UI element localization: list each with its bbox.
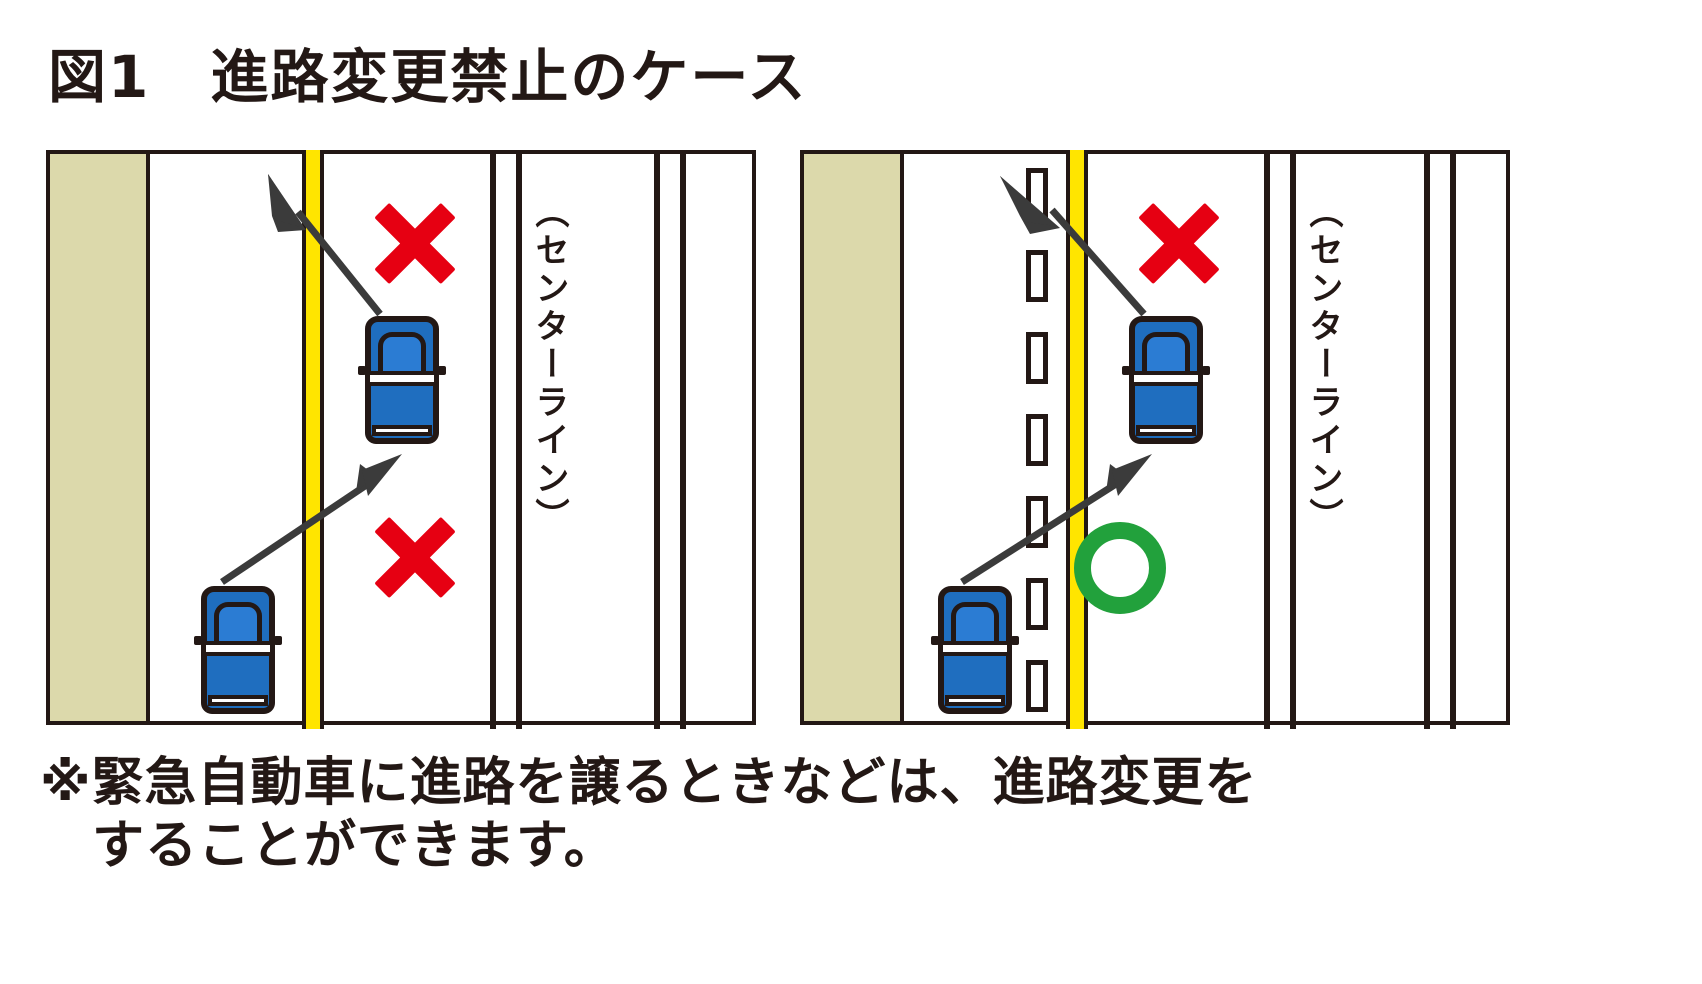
diagram-panel-right: （センターライン） (800, 150, 1510, 729)
center-line-label-right-panel: （センターライン） (1303, 194, 1343, 536)
vehicle-mirror-left (194, 636, 202, 645)
prohibited-mark-lower-left-panel (370, 512, 460, 602)
vehicle-mirror-right (1011, 636, 1019, 645)
vehicle-lower-left-panel (194, 586, 282, 714)
vehicle-upper-left-panel (358, 316, 446, 444)
lane-change-arrow-lower-left-panel (220, 454, 402, 585)
opposite-lane-line-b-left-panel (680, 150, 686, 729)
vehicle-mirror-left (1122, 366, 1130, 375)
prohibited-mark-upper-left-panel (370, 198, 460, 288)
opposite-lane-line-a-right-panel (1424, 150, 1430, 729)
footnote-line-2: することができます。 (92, 816, 617, 877)
vehicle-rear-window (208, 695, 268, 706)
permitted-mark-lower-right-panel (1074, 522, 1166, 614)
sidewalk-left-panel (50, 154, 150, 721)
vehicle-mirror-right (438, 366, 446, 375)
vehicle-rear-window (1136, 425, 1196, 436)
vehicle-mirror-right (274, 636, 282, 645)
vehicle-mirror-left (358, 366, 366, 375)
vehicle-windshield (943, 641, 1007, 656)
vehicle-windshield (1134, 371, 1198, 386)
diagram-panel-left: （センターライン） (46, 150, 756, 729)
center-line-outer-right-panel (1290, 150, 1296, 729)
yellow-solid-line-left-panel (302, 150, 324, 729)
vehicle-lower-right-panel (931, 586, 1019, 714)
vehicle-rear-window (945, 695, 1005, 706)
vehicle-upper-right-panel (1122, 316, 1210, 444)
lane-change-arrow-lower-right-panel (960, 454, 1152, 585)
vehicle-windshield (370, 371, 434, 386)
vehicle-mirror-left (931, 636, 939, 645)
sidewalk-right-panel (804, 154, 904, 721)
prohibited-mark-upper-right-panel (1134, 198, 1224, 288)
lane-change-arrow-upper-right-panel (1000, 176, 1147, 317)
center-line-label-left-panel: （センターライン） (529, 194, 569, 536)
opposite-lane-line-a-left-panel (654, 150, 660, 729)
opposite-lane-line-b-right-panel (1450, 150, 1456, 729)
center-line-inner-right-panel (1264, 150, 1270, 729)
center-line-inner-left-panel (490, 150, 496, 729)
lane-change-arrow-upper-left-panel (268, 174, 383, 317)
center-line-outer-left-panel (516, 150, 522, 729)
footnote-line-1: ※緊急自動車に進路を譲るときなどは、進路変更を (40, 753, 1258, 813)
vehicle-rear-window (372, 425, 432, 436)
vehicle-mirror-right (1202, 366, 1210, 375)
figure-title: 図1 進路変更禁止のケース (48, 43, 808, 111)
vehicle-windshield (206, 641, 270, 656)
figure-footnote: ※緊急自動車に進路を譲るときなどは、進路変更を することができます。 (40, 752, 1660, 879)
